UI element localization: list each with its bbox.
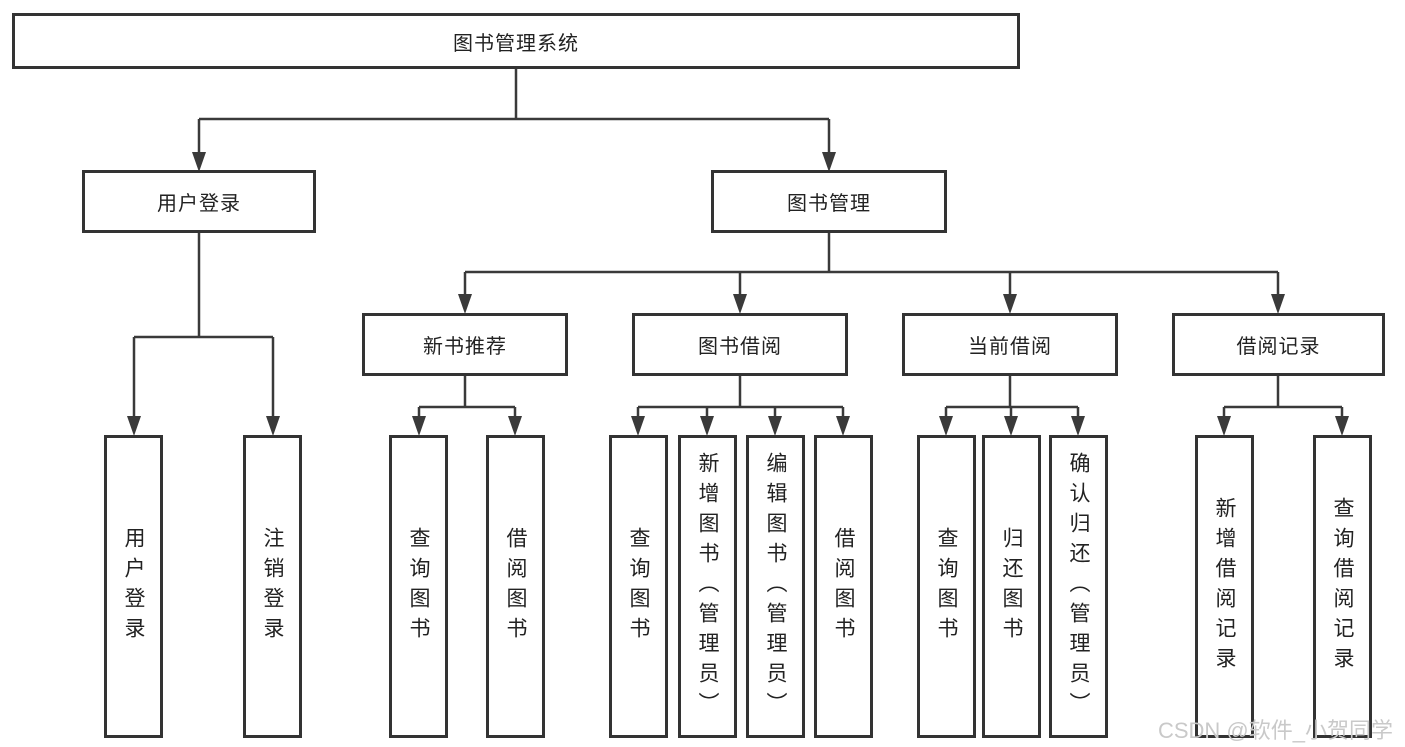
node-new-book-recommend: 新书推荐 <box>362 313 568 376</box>
arrowheads <box>127 152 1349 436</box>
leaf-user-login: 用户登录 <box>104 435 163 738</box>
leaf-add-books-admin: 新增图书（管理员） <box>678 435 737 738</box>
leaf-borrow-books: 借阅图书 <box>814 435 873 738</box>
node-book-management: 图书管理 <box>711 170 947 233</box>
leaf-borrow-books-recommend: 借阅图书 <box>486 435 545 738</box>
node-current-borrow: 当前借阅 <box>902 313 1118 376</box>
leaf-edit-books-admin: 编辑图书（管理员） <box>746 435 805 738</box>
leaf-add-borrow-record: 新增借阅记录 <box>1195 435 1254 738</box>
node-user-login: 用户登录 <box>82 170 316 233</box>
leaf-query-books-current: 查询图书 <box>917 435 976 738</box>
leaf-query-books-borrow: 查询图书 <box>609 435 668 738</box>
node-borrow-records: 借阅记录 <box>1172 313 1385 376</box>
csdn-watermark: CSDN @软件_小贺同学 <box>1157 718 1393 743</box>
leaf-confirm-return-admin: 确认归还（管理员） <box>1049 435 1108 738</box>
node-library-system: 图书管理系统 <box>12 13 1020 69</box>
leaf-logout: 注销登录 <box>243 435 302 738</box>
leaf-query-borrow-record: 查询借阅记录 <box>1313 435 1372 738</box>
node-book-borrow: 图书借阅 <box>632 313 848 376</box>
leaf-return-books: 归还图书 <box>982 435 1041 738</box>
leaf-query-books-recommend: 查询图书 <box>389 435 448 738</box>
